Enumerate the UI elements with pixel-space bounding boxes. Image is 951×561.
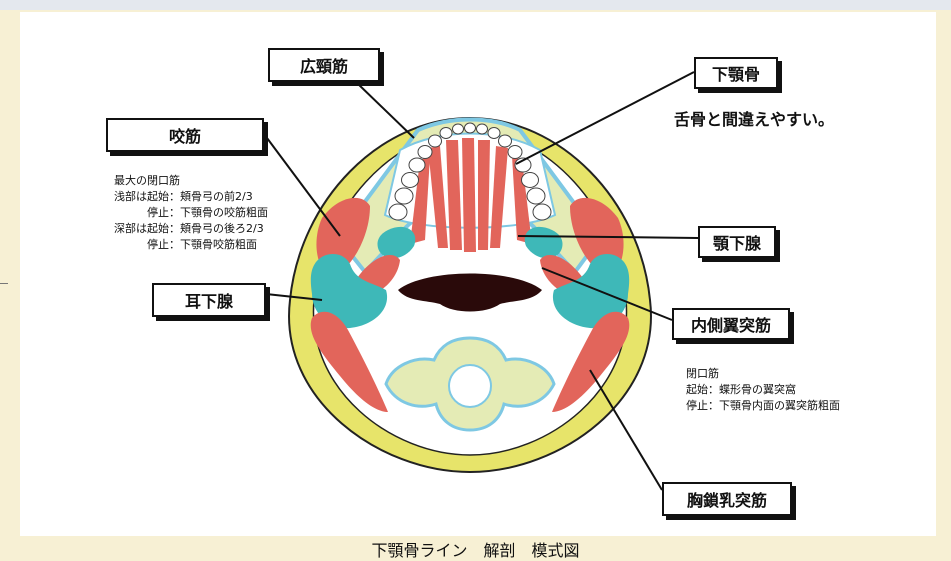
leader-submandibular (517, 235, 699, 239)
masseter-note-line: 停止：下顎骨咬筋粗面 (114, 238, 257, 251)
side-tick (0, 283, 8, 284)
tooth (476, 123, 488, 135)
tooth (428, 134, 442, 148)
label-submandibular-gland: 顎下腺 (698, 226, 776, 258)
tooth (452, 123, 464, 135)
label-sternocleidomastoid: 胸鎖乳突筋 (662, 482, 792, 516)
figure-caption: 下顎骨ライン 解剖 模式図 (371, 541, 580, 560)
teeth (388, 122, 552, 221)
label-medial-pterygoid: 内側翼突筋 (672, 308, 790, 340)
masseter-note-line: 停止：下顎骨の咬筋粗面 (114, 206, 268, 219)
tooth (521, 172, 539, 188)
mandible-warning-note: 舌骨と間違えやすい。 (674, 110, 835, 129)
leader-parotid (265, 293, 323, 301)
tooth (408, 157, 426, 173)
sternocleidomastoid-left (310, 311, 388, 412)
masseter-note-line: 最大の閉口筋 (114, 174, 180, 187)
parotid-gland-right (552, 253, 630, 329)
tooth (507, 145, 523, 159)
leader-masseter (263, 133, 341, 237)
tooth (417, 145, 433, 159)
label-platysma: 広頸筋 (268, 48, 380, 82)
leader-mandible (515, 71, 695, 165)
leader-sternocleidomastoid (589, 369, 663, 491)
tooth (532, 203, 552, 221)
tongue-muscle-4 (428, 146, 448, 248)
tongue-muscle-3 (478, 140, 490, 250)
tongue-muscle-2 (462, 138, 476, 252)
tooth (526, 187, 546, 205)
masseter-note-line: 浅部は起始：頬骨弓の前2/3 (114, 190, 253, 203)
tooth (388, 203, 408, 221)
label-masseter: 咬筋 (106, 118, 264, 152)
vertebral-foramen (448, 364, 492, 408)
mylohyoid-right (512, 156, 532, 244)
tooth (439, 127, 453, 139)
leader-lines (263, 71, 699, 491)
label-mandible: 下顎骨 (694, 57, 778, 89)
medial-pterygoid-note-line: 閉口筋 (686, 367, 719, 380)
medial-pterygoid-note-line: 停止：下顎骨内面の翼突筋粗面 (686, 399, 840, 412)
label-parotid-gland: 耳下腺 (152, 283, 266, 317)
tongue-muscle-5 (490, 146, 508, 248)
tooth (394, 187, 414, 205)
tooth (464, 122, 476, 134)
tongue-muscle-1 (446, 140, 462, 250)
tooth (401, 172, 419, 188)
sternocleidomastoid-right (552, 311, 630, 412)
masseter-note-line: 深部は起始：頬骨弓の後ろ2/3 (114, 222, 264, 235)
top-strip (0, 0, 951, 10)
medial-pterygoid-note-line: 起始：蝶形骨の翼突窩 (686, 383, 796, 396)
leader-platysma (355, 81, 415, 139)
medial-pterygoid-note: 閉口筋起始：蝶形骨の翼突窩停止：下顎骨内面の翼突筋粗面 (686, 350, 840, 430)
tooth (498, 134, 512, 148)
masseter-note: 最大の閉口筋浅部は起始：頬骨弓の前2/3 停止：下顎骨の咬筋粗面深部は起始：頬骨… (114, 157, 268, 269)
mylohyoid-left (410, 156, 430, 244)
submandibular-gland-right (524, 226, 563, 259)
leader-medial-pterygoid (541, 267, 673, 321)
submandibular-gland-left (377, 226, 416, 259)
airway (398, 273, 542, 312)
parotid-gland-left (310, 253, 388, 329)
tooth (487, 127, 501, 139)
